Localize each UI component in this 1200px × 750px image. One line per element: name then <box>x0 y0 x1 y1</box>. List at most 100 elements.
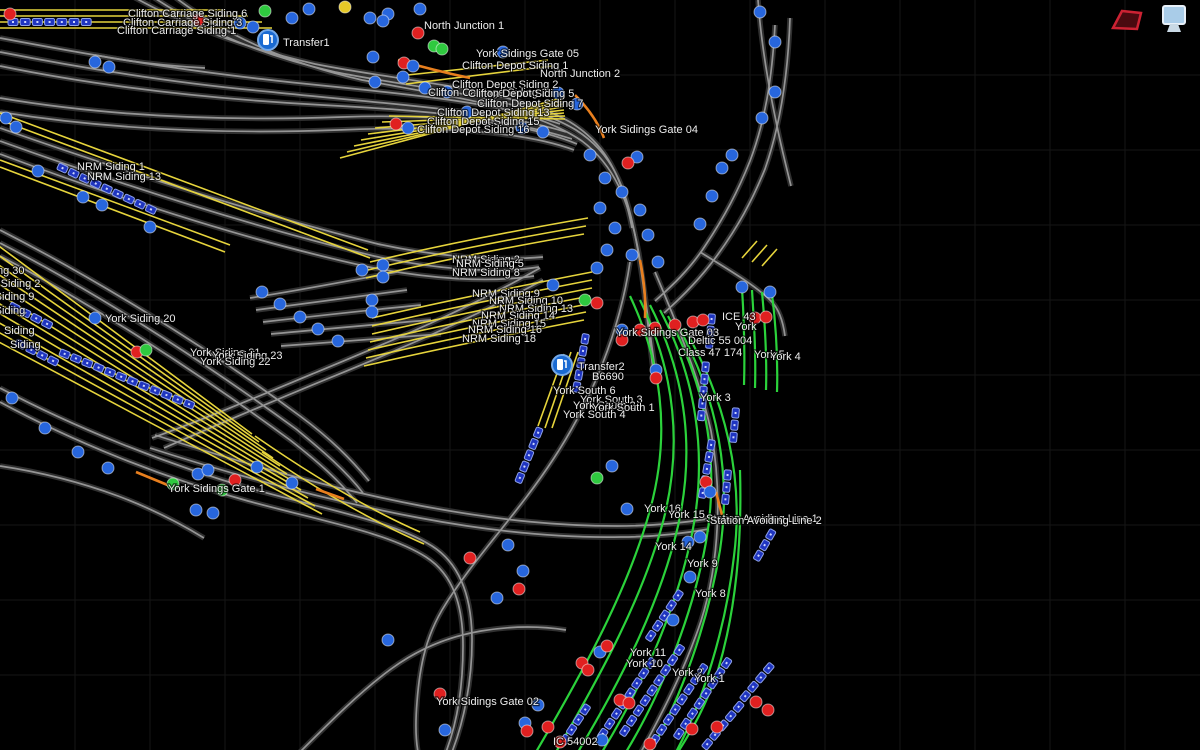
signal-dot[interactable] <box>581 663 595 677</box>
signal-dot[interactable] <box>191 13 205 27</box>
green-route[interactable] <box>750 289 757 389</box>
signal-dot[interactable] <box>685 722 699 736</box>
signal-dot[interactable] <box>250 460 264 474</box>
train[interactable] <box>673 657 733 740</box>
signal-dot[interactable] <box>363 11 377 25</box>
signal-dot[interactable] <box>551 86 565 100</box>
signal-dot[interactable] <box>512 582 526 596</box>
green-route[interactable] <box>625 315 713 750</box>
signal-dot[interactable] <box>593 201 607 215</box>
orange-route[interactable] <box>315 487 345 501</box>
signal-dot[interactable] <box>366 50 380 64</box>
train[interactable] <box>739 662 775 703</box>
signal-dot[interactable] <box>622 696 636 710</box>
signal-dot[interactable] <box>615 185 629 199</box>
signal-dot[interactable] <box>95 198 109 212</box>
signal-dot[interactable] <box>633 323 647 337</box>
signal-dot[interactable] <box>520 724 534 738</box>
signal-dot[interactable] <box>633 203 647 217</box>
signal-dot[interactable] <box>311 322 325 336</box>
signal-dot[interactable] <box>546 278 560 292</box>
signal-dot[interactable] <box>38 421 52 435</box>
signal-dot[interactable] <box>590 261 604 275</box>
signal-dot[interactable] <box>501 538 515 552</box>
signal-dot[interactable] <box>615 333 629 347</box>
train[interactable] <box>645 589 684 642</box>
green-route[interactable] <box>601 309 701 750</box>
signal-dot[interactable] <box>625 248 639 262</box>
train[interactable] <box>721 469 732 505</box>
train[interactable] <box>753 528 777 562</box>
signal-dot[interactable] <box>460 105 474 119</box>
green-route[interactable] <box>770 293 779 393</box>
signal-dot[interactable] <box>693 217 707 231</box>
signal-dot[interactable] <box>755 111 769 125</box>
signal-dot[interactable] <box>725 148 739 162</box>
signal-dot[interactable] <box>215 483 229 497</box>
signal-dot[interactable] <box>376 258 390 272</box>
signal-dot[interactable] <box>88 55 102 69</box>
orange-route[interactable] <box>714 491 724 516</box>
signal-dot[interactable] <box>768 35 782 49</box>
signal-dot[interactable] <box>31 164 45 178</box>
signal-dot[interactable] <box>490 591 504 605</box>
signal-dot[interactable] <box>681 535 695 549</box>
signal-dot[interactable] <box>515 121 529 135</box>
signal-dot[interactable] <box>139 343 153 357</box>
red-panel-icon[interactable] <box>1110 4 1146 36</box>
signal-dot[interactable] <box>630 150 644 164</box>
signal-dot[interactable] <box>761 703 775 717</box>
signal-dot[interactable] <box>651 255 665 269</box>
signal-dot[interactable] <box>5 391 19 405</box>
signal-dot[interactable] <box>749 695 763 709</box>
signal-dot[interactable] <box>233 16 247 30</box>
signal-dot[interactable] <box>285 11 299 25</box>
signal-dot[interactable] <box>600 243 614 257</box>
train[interactable] <box>7 18 92 26</box>
signal-dot[interactable] <box>88 311 102 325</box>
signal-dot[interactable] <box>620 502 634 516</box>
signal-dot[interactable] <box>598 171 612 185</box>
train[interactable] <box>14 338 60 367</box>
signal-dot[interactable] <box>536 125 550 139</box>
signal-dot[interactable] <box>553 735 567 749</box>
signal-dot[interactable] <box>440 85 454 99</box>
train[interactable] <box>58 348 196 410</box>
signal-dot[interactable] <box>759 310 773 324</box>
signal-dot[interactable] <box>621 156 635 170</box>
signal-dot[interactable] <box>608 221 622 235</box>
signal-dot[interactable] <box>649 371 663 385</box>
signal-dot[interactable] <box>206 506 220 520</box>
signal-dot[interactable] <box>331 334 345 348</box>
signal-dot[interactable] <box>418 81 432 95</box>
signal-dot[interactable] <box>285 476 299 490</box>
signal-dot[interactable] <box>605 459 619 473</box>
signal-dot[interactable] <box>338 0 352 14</box>
train[interactable] <box>697 361 710 422</box>
green-route[interactable] <box>740 287 746 386</box>
train[interactable] <box>8 301 54 330</box>
signal-dot[interactable] <box>643 737 657 750</box>
train[interactable] <box>56 162 157 215</box>
signal-dot[interactable] <box>376 270 390 284</box>
monitor-icon[interactable] <box>1156 4 1192 36</box>
signal-dot[interactable] <box>516 564 530 578</box>
signal-dot[interactable] <box>255 285 269 299</box>
signal-dot[interactable] <box>228 473 242 487</box>
signal-dot[interactable] <box>710 720 724 734</box>
signal-dot[interactable] <box>768 85 782 99</box>
signal-dot[interactable] <box>668 318 682 332</box>
signal-dot[interactable] <box>693 530 707 544</box>
signal-dot[interactable] <box>763 285 777 299</box>
signal-dot[interactable] <box>590 471 604 485</box>
signal-dot[interactable] <box>583 148 597 162</box>
train[interactable] <box>729 407 740 443</box>
transfer-point[interactable]: Transfer2 <box>551 354 626 376</box>
signal-dot[interactable] <box>435 42 449 56</box>
green-route[interactable] <box>535 295 663 750</box>
signal-dot[interactable] <box>273 297 287 311</box>
signal-dot[interactable] <box>376 14 390 28</box>
signal-dot[interactable] <box>590 296 604 310</box>
signal-dot[interactable] <box>683 570 697 584</box>
signal-dot[interactable] <box>293 310 307 324</box>
